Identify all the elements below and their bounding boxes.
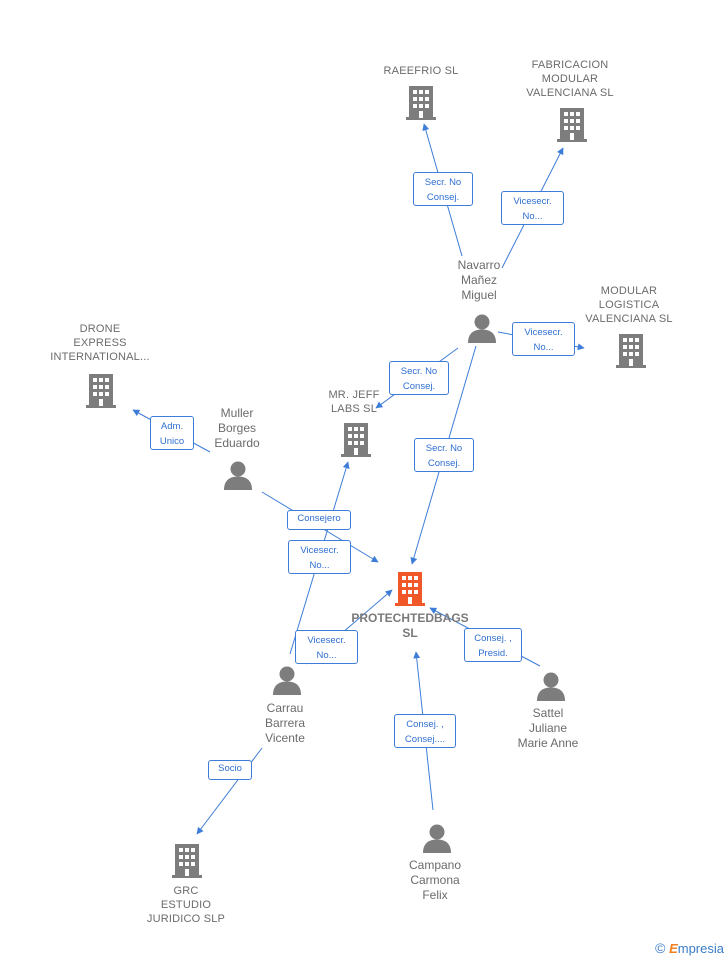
modular-label[interactable]: MODULAR LOGISTICA VALENCIANA SL (585, 285, 673, 325)
fabricacion-building-icon[interactable] (557, 108, 587, 142)
campano-person-icon[interactable] (422, 823, 452, 853)
copyright-icon: © (655, 940, 666, 956)
edge-label-navarro-modular[interactable]: Vicesecr. No... (512, 322, 575, 356)
fabricacion-label[interactable]: FABRICACION MODULAR VALENCIANA SL (526, 59, 614, 99)
sattel-label[interactable]: Sattel Juliane Marie Anne (517, 706, 579, 750)
grc-label[interactable]: GRC ESTUDIO JURIDICO SLP (146, 885, 226, 925)
edge-label-campano-protecht[interactable]: Consej. , Consej.... (394, 714, 456, 748)
modular-building-icon[interactable] (616, 334, 646, 368)
edge-label-carrau-protecht[interactable]: Vicesecr. No... (295, 630, 358, 664)
edge-label-carrau-grc[interactable]: Socio (208, 760, 252, 780)
muller-label[interactable]: Muller Borges Eduardo (214, 406, 260, 450)
navarro-person-icon[interactable] (467, 313, 497, 343)
edge-label-carrau-mrjeff[interactable]: Vicesecr. No... (288, 540, 351, 574)
edge-label-muller-protecht[interactable]: Consejero (287, 510, 351, 530)
muller-person-icon[interactable] (223, 460, 253, 490)
grc-building-icon[interactable] (172, 844, 202, 878)
campano-label[interactable]: Campano Carmona Felix (408, 858, 462, 902)
drone-building-icon[interactable] (86, 374, 116, 408)
mrjeff-label[interactable]: MR. JEFF LABS SL (328, 389, 380, 415)
edge-label-navarro-protecht[interactable]: Secr. No Consej. (414, 438, 474, 472)
protecht-building-icon[interactable] (395, 572, 425, 606)
edge-label-navarro-raeefrio[interactable]: Secr. No Consej. (413, 172, 473, 206)
footer-brand: © Empresia (655, 940, 724, 956)
edge-label-sattel-protecht[interactable]: Consej. , Presid. (464, 628, 522, 662)
carrau-label[interactable]: Carrau Barrera Vicente (264, 701, 305, 745)
brand-initial: E (669, 941, 678, 956)
carrau-person-icon[interactable] (272, 665, 302, 695)
edge-label-navarro-mrjeff[interactable]: Secr. No Consej. (389, 361, 449, 395)
protecht-label[interactable]: PROTECHTEDBAGS SL (351, 611, 469, 640)
brand-name: mpresia (677, 941, 724, 956)
navarro-label[interactable]: Navarro Mañez Miguel (457, 258, 501, 302)
sattel-person-icon[interactable] (536, 671, 566, 701)
raeefrio-label[interactable]: RAEEFRIO SL (383, 65, 459, 77)
edge-label-muller-drone[interactable]: Adm. Unico (150, 416, 194, 450)
edge-label-navarro-fabricacion[interactable]: Vicesecr. No... (501, 191, 564, 225)
mrjeff-building-icon[interactable] (341, 423, 371, 457)
raeefrio-building-icon[interactable] (406, 86, 436, 120)
drone-label[interactable]: DRONE EXPRESS INTERNATIONAL... (50, 323, 150, 363)
